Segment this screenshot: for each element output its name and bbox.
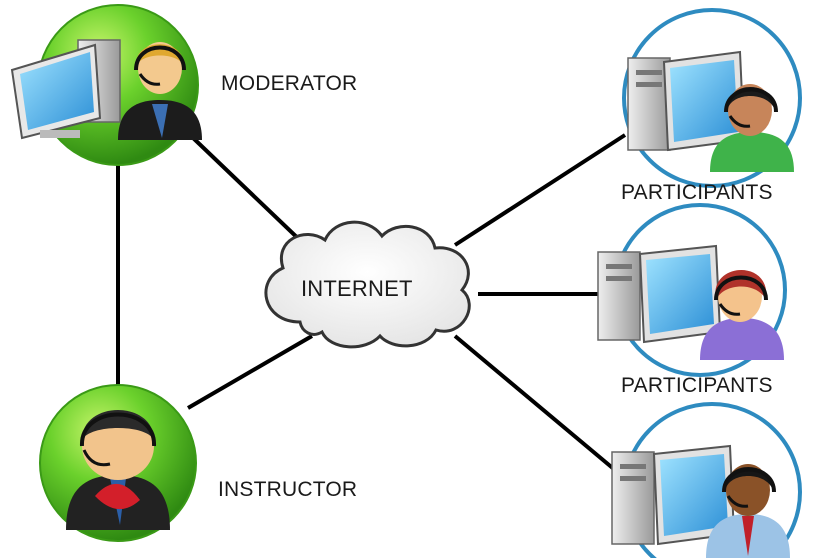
edge-instructor-internet xyxy=(186,334,314,410)
participant-headset-user-icon-1 xyxy=(710,84,794,172)
moderator-computer-icon xyxy=(10,39,121,140)
edge-internet-participant-1 xyxy=(453,133,627,247)
connection-lines xyxy=(116,133,627,472)
participant-node-3 xyxy=(611,402,802,558)
moderator-label: MODERATOR xyxy=(221,72,358,95)
participant-computer-icon-3 xyxy=(611,444,736,546)
participant-label-1: PARTICIPANTS xyxy=(621,181,773,204)
moderator-node xyxy=(10,4,202,166)
participant-headset-user-icon-3 xyxy=(706,464,790,558)
edge-internet-participant-3 xyxy=(453,334,617,472)
participant-label-2: PARTICIPANTS xyxy=(621,374,773,397)
edge-moderator-internet xyxy=(188,133,307,247)
instructor-node xyxy=(39,384,197,542)
participant-node-1 xyxy=(622,8,802,188)
internet-label: INTERNET xyxy=(301,276,413,301)
participant-computer-icon-2 xyxy=(597,244,722,344)
instructor-label: INSTRUCTOR xyxy=(218,478,358,501)
participant-computer-icon-1 xyxy=(627,50,746,152)
instructor-headset-user-icon xyxy=(66,410,170,530)
cloud-icon xyxy=(264,220,471,349)
participant-node-2 xyxy=(597,203,787,377)
participant-headset-user-icon-2 xyxy=(700,269,784,360)
moderator-headset-user-icon xyxy=(118,42,202,140)
